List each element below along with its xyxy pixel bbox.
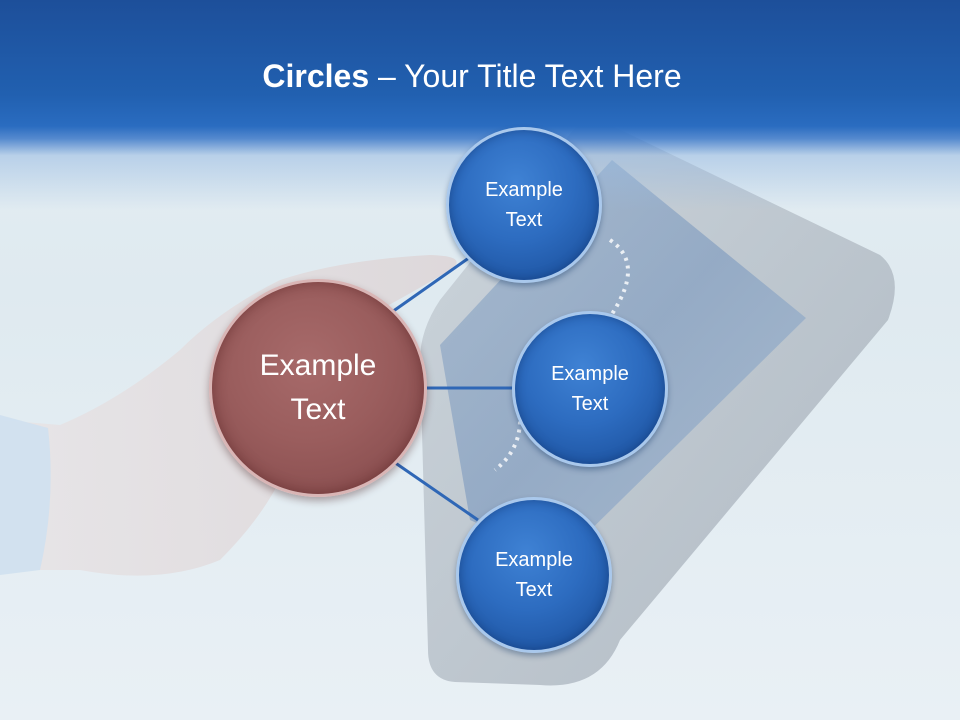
connector-line-1 <box>391 253 474 314</box>
center-circle-label: Example Text <box>259 349 377 426</box>
title-rest: – Your Title Text Here <box>369 58 682 94</box>
node-circle-1[interactable]: Example Text <box>446 127 602 283</box>
node-circle-3-label: Example Text <box>495 549 573 601</box>
node-circle-1-label: Example Text <box>485 179 563 231</box>
node-circle-2-label: Example Text <box>551 363 629 415</box>
node-circle-3[interactable]: Example Text <box>456 497 612 653</box>
slide-title: Circles – Your Title Text Here <box>0 56 944 96</box>
center-circle[interactable]: Example Text <box>209 279 427 497</box>
sleeve-shape <box>0 415 51 575</box>
node-circle-2[interactable]: Example Text <box>512 311 668 467</box>
title-bold: Circles <box>262 58 370 94</box>
connector-line-3 <box>393 460 479 522</box>
